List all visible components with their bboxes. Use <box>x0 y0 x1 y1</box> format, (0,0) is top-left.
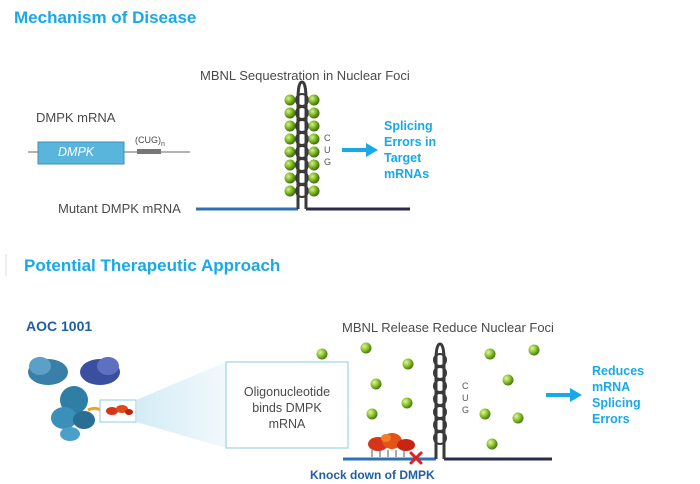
mutant-dmpk-label: Mutant DMPK mRNA <box>58 201 181 216</box>
arrow-2 <box>546 388 582 402</box>
knockdown-label: Knock down of DMPK <box>310 468 435 482</box>
callout-text: Oligonucleotide binds DMPK mRNA <box>243 385 331 431</box>
hairpin-1 <box>296 80 308 209</box>
hairpin-2-loops <box>433 353 447 445</box>
caption-sequestration: MBNL Sequestration in Nuclear Foci <box>200 68 410 83</box>
dmpk-mrna-label: DMPK mRNA <box>36 110 116 125</box>
drug-name: AOC 1001 <box>26 318 93 334</box>
cug-repeat-bar <box>137 149 161 154</box>
oligo-small <box>106 405 133 415</box>
result-splicing-errors: Splicing Errors in Target mRNAs <box>384 119 437 181</box>
callout-box <box>225 361 349 449</box>
hairpin-2 <box>434 342 446 459</box>
mbnl-released <box>316 342 540 450</box>
antibody-conjugate <box>28 357 120 441</box>
knockdown-x-icon <box>409 451 423 465</box>
dmpk-gene-box <box>37 141 125 165</box>
cug-repeat-label: (CUG)n <box>135 135 165 148</box>
section-title-therapeutic: Potential Therapeutic Approach <box>24 256 281 275</box>
cug-letters-1: C U G <box>324 133 332 167</box>
cug-letters-2: C U G <box>462 381 470 415</box>
caption-release: MBNL Release Reduce Nuclear Foci <box>342 320 554 335</box>
section-title-mechanism: Mechanism of Disease <box>14 8 197 27</box>
zoom-cone <box>136 362 226 448</box>
hairpin-1-loops <box>295 93 309 198</box>
oligo-bound <box>368 433 415 457</box>
result-reduces-errors: Reduces mRNA Splicing Errors <box>592 364 645 426</box>
mbnl-sequestered <box>284 94 320 197</box>
arrow-1 <box>342 143 378 157</box>
dmpk-gene-box-label: DMPK <box>58 145 95 159</box>
